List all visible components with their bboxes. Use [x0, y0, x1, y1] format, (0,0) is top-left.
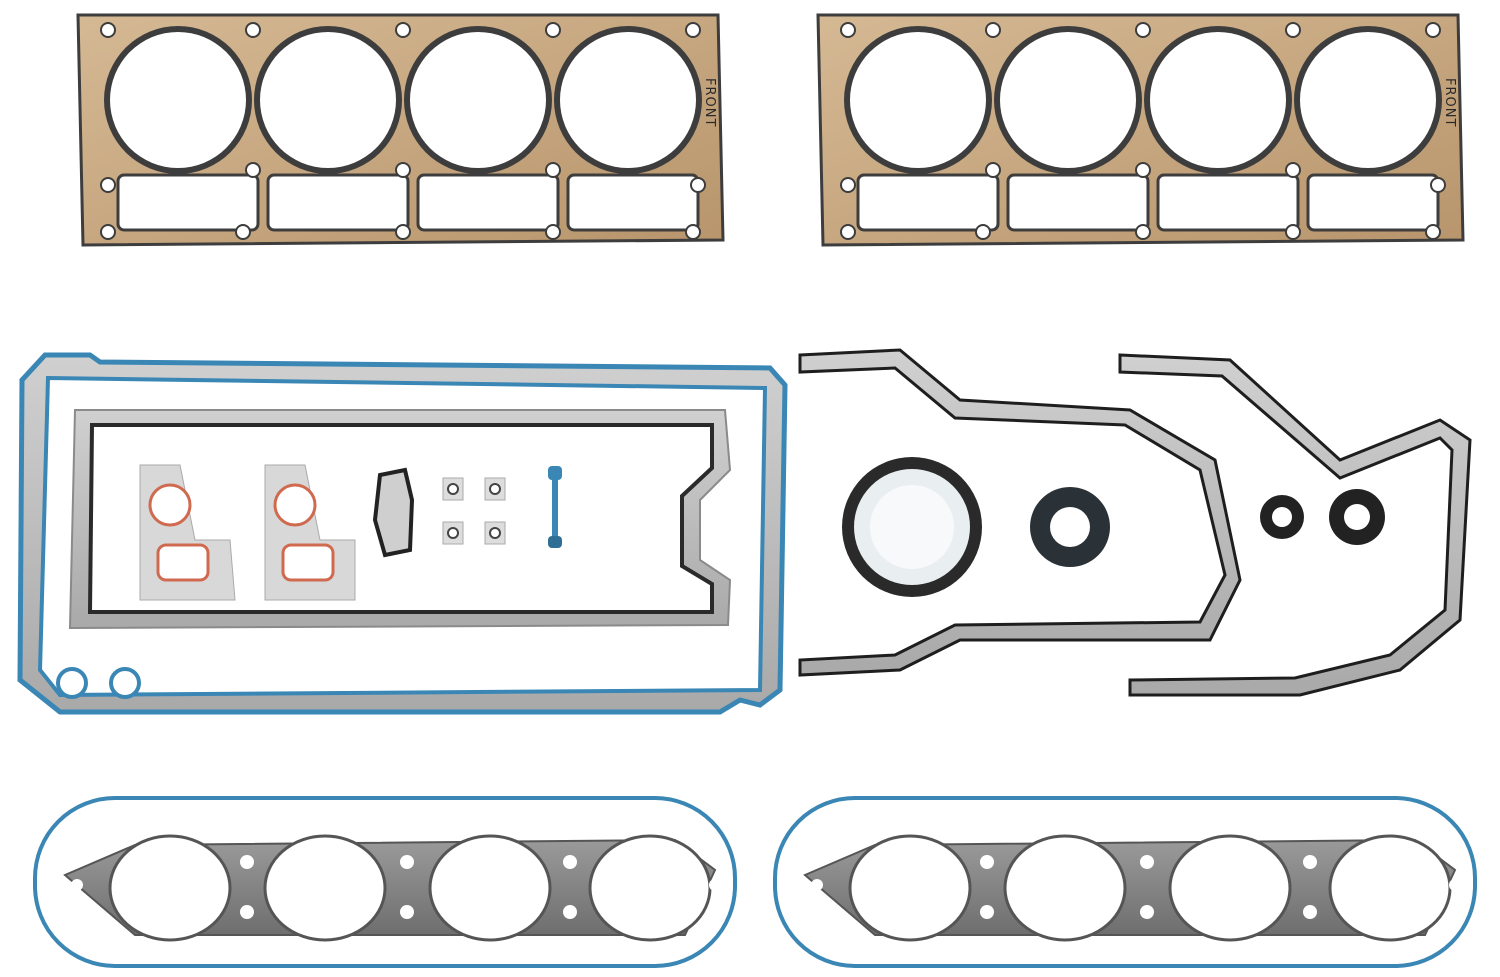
bolt-hole — [240, 905, 254, 919]
bolt-hole — [100, 177, 116, 193]
front-marking: FRONT — [1442, 78, 1457, 127]
bolt-hole — [709, 879, 721, 891]
bolt-hole — [1285, 224, 1301, 240]
exhaust-port — [1328, 834, 1452, 942]
coolant-passage — [1156, 173, 1300, 232]
front-crank-seal — [1030, 487, 1110, 567]
bolt-hole — [563, 905, 577, 919]
cylinder-bore — [560, 32, 696, 168]
valve-cover-gasket — [773, 796, 1477, 968]
cylinder-bore — [260, 32, 396, 168]
bolt-hole — [1303, 855, 1317, 869]
small-washers — [442, 477, 506, 545]
bolt-hole — [545, 162, 561, 178]
bolt-hole — [395, 224, 411, 240]
bolt-hole — [1303, 905, 1317, 919]
oil-pickup-gasket — [372, 467, 415, 558]
bolt-hole — [1140, 905, 1154, 919]
coolant-passage — [116, 173, 260, 232]
timing-cover-gasket — [798, 348, 1242, 677]
bolt-hole — [975, 224, 991, 240]
bolt-hole — [1135, 162, 1151, 178]
rear-main-seal — [842, 457, 982, 597]
bolt-hole — [1135, 22, 1151, 38]
bolt-hole — [840, 177, 856, 193]
bolt-hole — [235, 224, 251, 240]
bolt-hole — [100, 22, 116, 38]
exhaust-port — [428, 834, 552, 942]
bolt-hole — [395, 22, 411, 38]
bolt-hole — [985, 162, 1001, 178]
bolt-hole — [690, 177, 706, 193]
bolt-hole — [1285, 162, 1301, 178]
coolant-passage — [266, 173, 410, 232]
bolt-hole — [1285, 22, 1301, 38]
bolt-hole — [1140, 855, 1154, 869]
small-seal-1 — [1260, 495, 1304, 539]
coolant-passage — [416, 173, 560, 232]
coolant-passage — [1006, 173, 1150, 232]
bolt-hole — [1449, 879, 1461, 891]
cylinder-bore — [1000, 32, 1136, 168]
bolt-hole — [985, 22, 1001, 38]
bolt-hole — [240, 855, 254, 869]
bolt-hole — [400, 855, 414, 869]
bolt-hole — [100, 224, 116, 240]
bolt-hole — [840, 224, 856, 240]
head-gasket-left: FRONT — [76, 13, 725, 247]
bolt-hole — [685, 22, 701, 38]
bolt-hole — [563, 855, 577, 869]
exhaust-port — [263, 834, 387, 942]
cylinder-bore — [1300, 32, 1436, 168]
bolt-hole — [245, 162, 261, 178]
bolt-hole — [245, 22, 261, 38]
bolt-hole — [980, 855, 994, 869]
small-seal-2 — [1329, 489, 1385, 545]
blue-plug — [548, 466, 562, 548]
valve-cover-gasket — [33, 796, 737, 968]
bolt-hole — [811, 879, 823, 891]
cylinder-bore — [850, 32, 986, 168]
exhaust-port — [1168, 834, 1292, 942]
rear-cover-gasket — [1118, 353, 1472, 697]
exhaust-port — [848, 834, 972, 942]
cylinder-bore — [410, 32, 546, 168]
head-gasket-right: FRONT — [816, 13, 1465, 247]
bolt-hole — [400, 905, 414, 919]
cylinder-bore — [110, 32, 246, 168]
bolt-hole — [1425, 22, 1441, 38]
bolt-hole — [685, 224, 701, 240]
bolt-hole — [71, 879, 83, 891]
coolant-passage — [566, 173, 700, 232]
bolt-hole — [1135, 224, 1151, 240]
coolant-passage — [1306, 173, 1440, 232]
coolant-passage — [856, 173, 1000, 232]
front-marking: FRONT — [702, 78, 717, 127]
exhaust-port — [1003, 834, 1127, 942]
valve-cover-exhaust-set-right — [773, 796, 1477, 968]
exhaust-port — [588, 834, 712, 942]
bolt-hole — [1425, 224, 1441, 240]
valve-cover-exhaust-set-left — [33, 796, 737, 968]
water-pump-gaskets — [139, 464, 356, 601]
cylinder-bore — [1150, 32, 1286, 168]
exhaust-port — [108, 834, 232, 942]
bolt-hole — [395, 162, 411, 178]
bolt-hole — [840, 22, 856, 38]
bolt-hole — [545, 224, 561, 240]
bolt-hole — [980, 905, 994, 919]
bolt-hole — [1430, 177, 1446, 193]
bolt-hole — [545, 22, 561, 38]
